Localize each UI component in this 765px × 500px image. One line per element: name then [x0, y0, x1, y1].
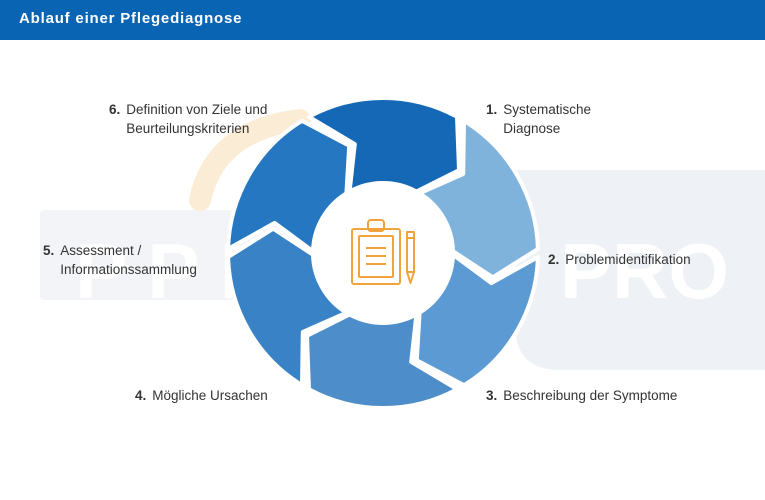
- step-5-line-2: Informationssammlung: [60, 262, 197, 277]
- page-title: Ablauf einer Pflegediagnose: [19, 10, 243, 27]
- step-6-number: 6.: [109, 102, 121, 117]
- step-1: 1. Systematische Diagnose: [486, 100, 591, 138]
- step-5-number: 5.: [43, 243, 55, 258]
- step-1-number: 1.: [486, 102, 498, 117]
- step-4-line-1: Mögliche Ursachen: [152, 388, 268, 403]
- step-1-line-1: Systematische: [503, 102, 592, 117]
- step-6: 6. Definition von Ziele und Beurteilungs…: [109, 100, 267, 138]
- step-2-number: 2.: [548, 252, 560, 267]
- header-bar: Ablauf einer Pflegediagnose: [0, 0, 765, 40]
- step-1-line-2: Diagnose: [503, 121, 561, 136]
- step-6-line-2: Beurteilungskriterien: [126, 121, 250, 136]
- step-3-line-1: Beschreibung der Symptome: [503, 388, 678, 403]
- watermark-panel: [515, 170, 765, 370]
- watermark-swoosh: [189, 109, 311, 211]
- step-5: 5. Assessment / Informationssammlung: [43, 241, 197, 279]
- step-3: 3. Beschreibung der Symptome: [486, 386, 677, 405]
- center-circle: [313, 183, 453, 323]
- step-4: 4. Mögliche Ursachen: [135, 386, 268, 405]
- step-2-line-1: Problemidentifikation: [565, 252, 691, 267]
- step-3-number: 3.: [486, 388, 498, 403]
- step-6-line-1: Definition von Ziele und: [126, 102, 268, 117]
- clipboard-pencil-icon: [351, 219, 415, 285]
- step-2: 2. Problemidentifikation: [548, 250, 691, 269]
- watermark-text-right: PRO: [560, 227, 729, 315]
- step-5-line-1: Assessment /: [60, 243, 142, 258]
- step-4-number: 4.: [135, 388, 147, 403]
